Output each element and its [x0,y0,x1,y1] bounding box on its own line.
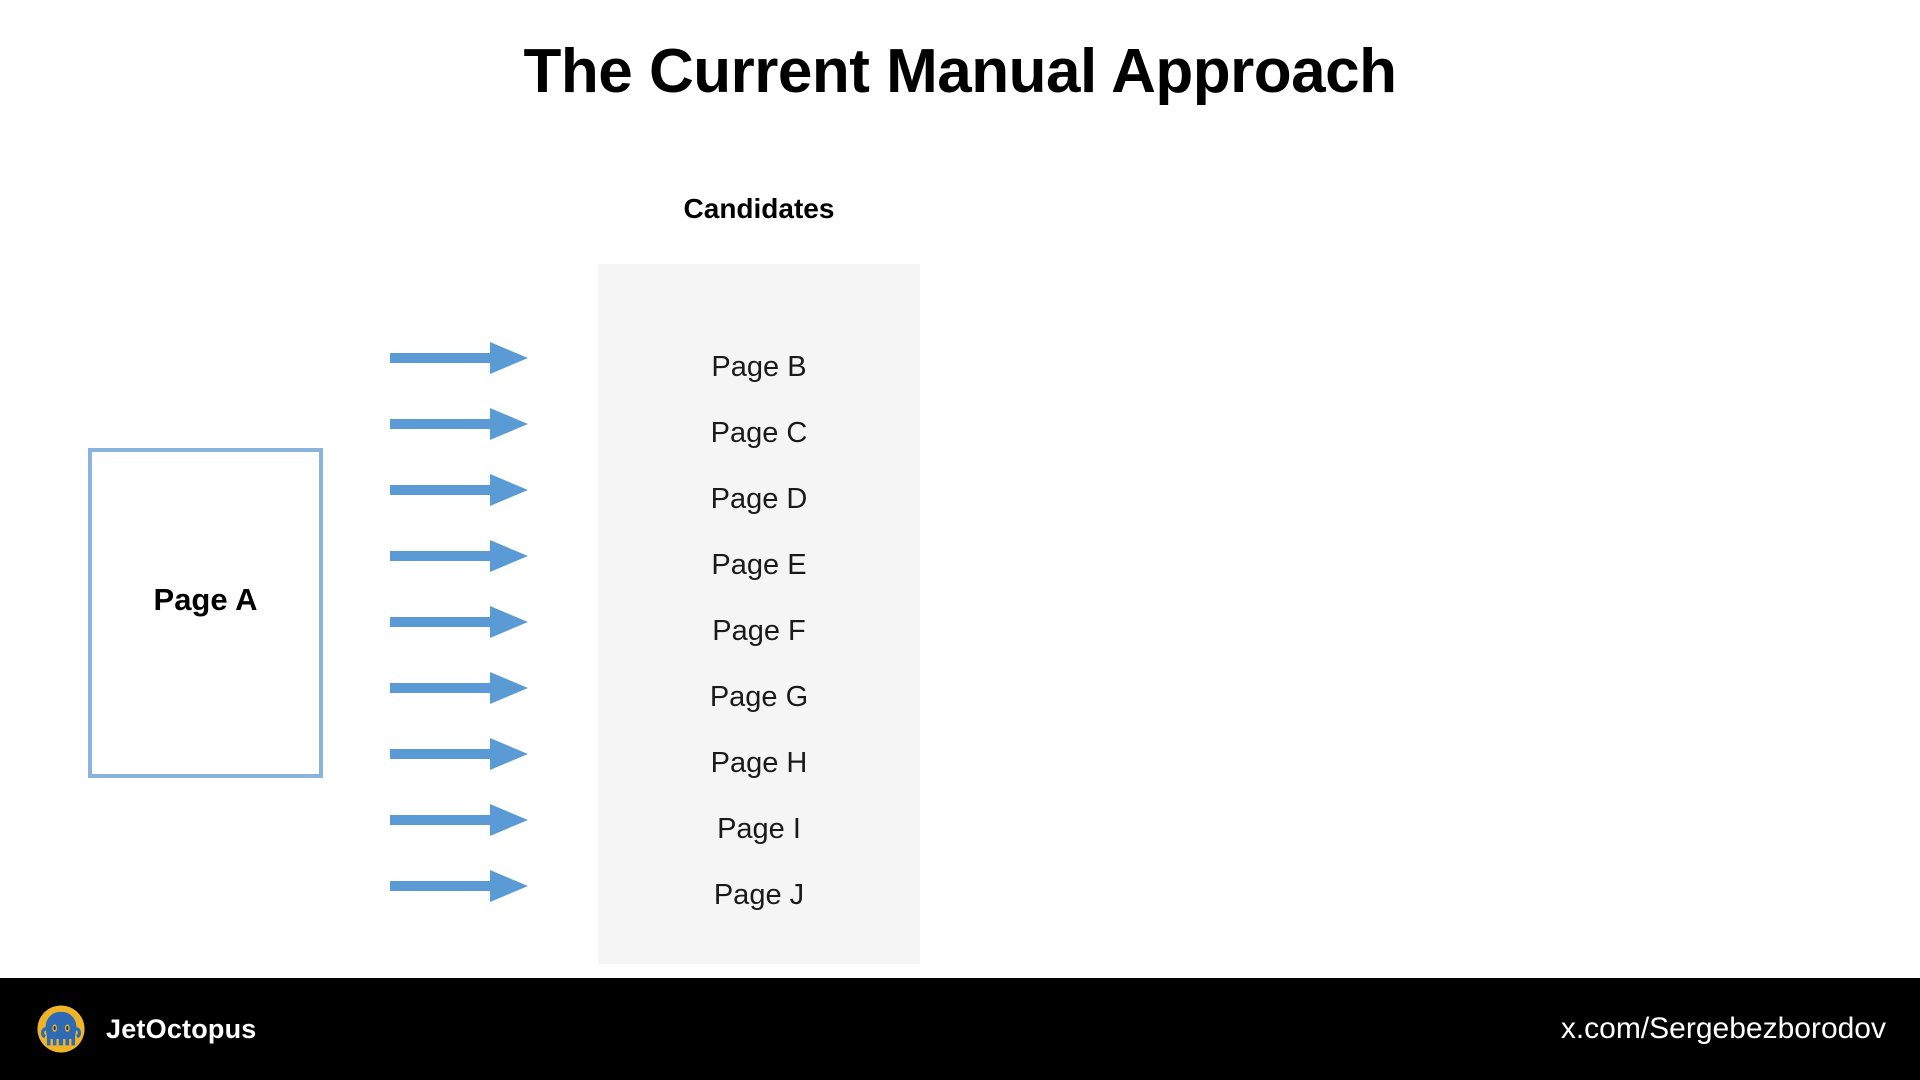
arrow-right-icon [390,606,528,638]
list-item: Page J [713,879,805,911]
candidates-list: Page B Page C Page D Page E Page F Page … [598,264,920,928]
list-item: Page D [710,483,808,515]
candidates-heading: Candidates [683,193,835,224]
arrow-right-icon [390,474,528,506]
arrow-right-icon [390,342,528,374]
source-page-label: Page A [153,582,258,617]
arrow-right-icon [390,870,528,902]
arrow-right-icon [390,804,528,836]
footer-bar: JetOctopus x.com/Sergebezborodov [0,978,1920,1080]
arrow-right-icon [390,738,528,770]
jetoctopus-octopus-logo-icon [37,1005,85,1053]
arrow-right-icon [390,408,528,440]
list-item: Page G [709,681,809,713]
candidates-panel: Page B Page C Page D Page E Page F Page … [598,264,920,964]
arrow-row [390,472,528,508]
list-item: Page B [711,351,807,383]
arrow-right-icon [390,540,528,572]
arrow-row [390,670,528,706]
arrow-row [390,802,528,838]
arrow-row [390,538,528,574]
list-item: Page I [717,813,801,845]
arrow-row [390,868,528,904]
arrow-right-icon [390,672,528,704]
source-page-box: Page A [88,448,323,778]
list-item: Page H [710,747,808,779]
footer-handle: x.com/Sergebezborodov [1560,1012,1886,1045]
arrow-group [390,340,530,902]
arrow-row [390,340,528,376]
arrow-row [390,604,528,640]
arrow-row [390,736,528,772]
list-item: Page E [711,549,807,581]
footer-brand: JetOctopus [32,978,257,1080]
list-item: Page F [712,615,806,647]
arrow-row [390,406,528,442]
footer-brand-name: JetOctopus [106,1013,257,1044]
page-title: The Current Manual Approach [523,37,1397,106]
list-item: Page C [710,417,808,449]
